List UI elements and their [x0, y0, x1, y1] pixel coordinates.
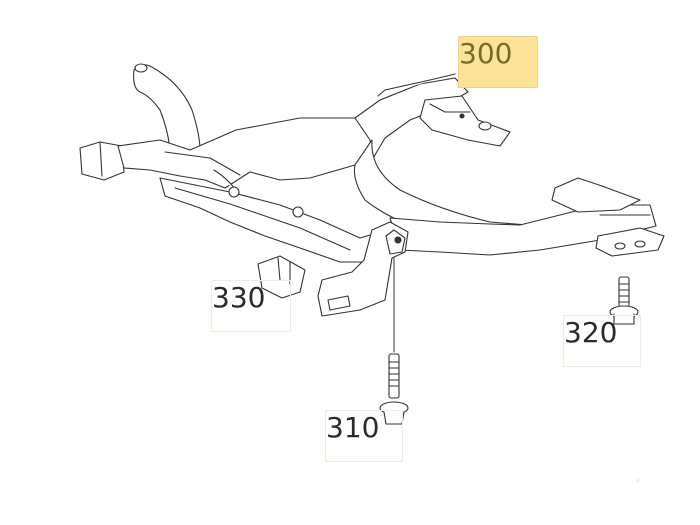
front-mount-tower — [317, 221, 409, 317]
corner-mark-icon: ▵ — [636, 476, 640, 484]
callout-320-label: 320 — [564, 316, 618, 349]
left-tower-arm — [133, 63, 201, 161]
callout-310[interactable]: 310 — [325, 410, 403, 462]
part-310-bolt — [379, 257, 409, 425]
callout-330-label: 330 — [212, 281, 266, 314]
callout-330[interactable]: 330 — [211, 280, 291, 332]
callout-320[interactable]: 320 — [563, 315, 641, 367]
left-end-block — [79, 141, 125, 181]
callout-300[interactable]: 300 — [458, 36, 538, 88]
right-crossmember — [389, 204, 657, 256]
front-crossmember — [159, 177, 391, 263]
right-rear-mount — [551, 177, 665, 257]
left-crossmember — [117, 117, 373, 197]
callout-300-label: 300 — [459, 37, 513, 70]
part-330-bracket — [257, 255, 306, 299]
rear-mount-bracket — [419, 95, 511, 147]
callout-310-label: 310 — [326, 411, 380, 444]
